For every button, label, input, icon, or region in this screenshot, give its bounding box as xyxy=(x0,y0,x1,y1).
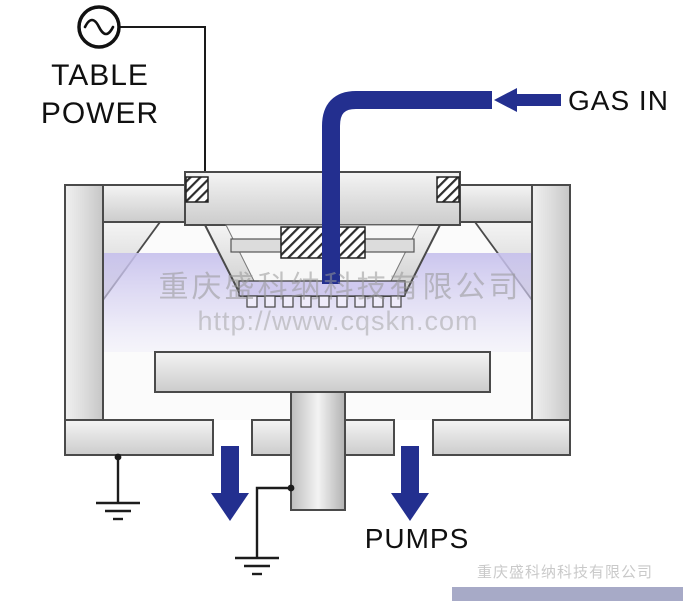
power-wire xyxy=(119,26,206,178)
table-power-label-line1: TABLE xyxy=(51,59,149,92)
watermark-ribbon xyxy=(452,587,683,601)
gas-in-arrow xyxy=(494,88,561,112)
table-stem xyxy=(290,391,346,511)
electrode-flange-right xyxy=(363,238,415,253)
showerhead-nozzles xyxy=(246,295,402,308)
pump-arrow-right xyxy=(391,446,429,521)
ground-symbol-center xyxy=(235,484,295,576)
watermark-company: 重庆盛科纳科技有限公司 xyxy=(159,271,522,304)
watermark-url: http://www.cqskn.com xyxy=(197,306,478,336)
pump-arrow-left xyxy=(211,446,249,521)
electrode-flange-left xyxy=(230,238,282,253)
table-power-label-line2: POWER xyxy=(41,97,159,130)
ground-symbol-left xyxy=(96,453,140,521)
showerhead xyxy=(238,280,406,308)
wafer-table xyxy=(154,351,491,393)
watermark-corner-text: 重庆盛科纳科技有限公司 xyxy=(477,564,653,581)
gas-in-label: GAS IN xyxy=(568,85,669,116)
ac-source-icon xyxy=(77,5,121,49)
chamber-body xyxy=(64,184,571,456)
pumps-label: PUMPS xyxy=(365,523,470,554)
lid-seal-hatch-right xyxy=(436,176,460,203)
lid-seal-hatch-left xyxy=(185,176,209,203)
gas-pipe xyxy=(322,91,492,284)
